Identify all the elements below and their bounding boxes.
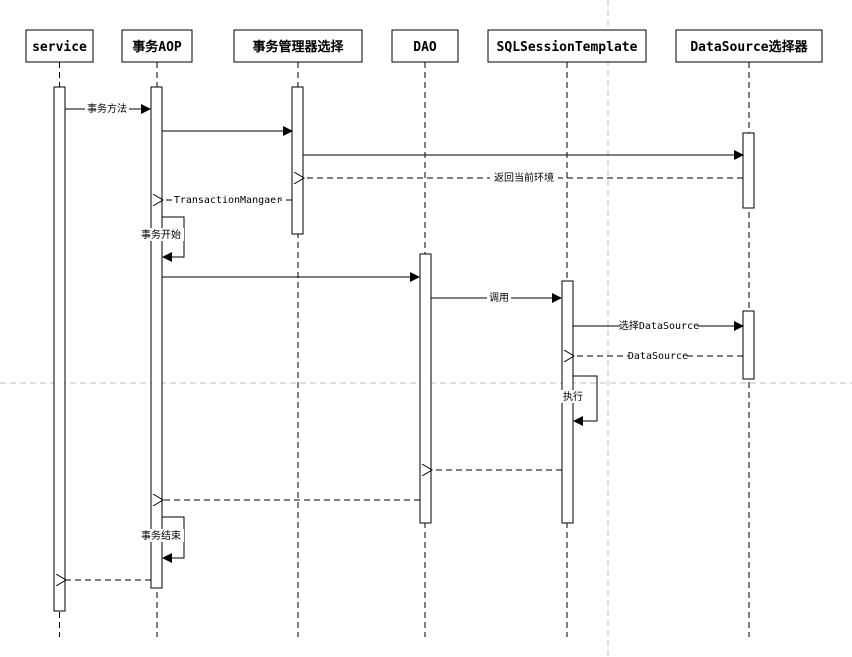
participant-dao[interactable]: DAO bbox=[391, 29, 459, 63]
participant-sqlsessiontemplate[interactable]: SQLSessionTemplate bbox=[487, 29, 647, 63]
participant-label: service bbox=[32, 40, 87, 55]
label-bg bbox=[138, 228, 184, 241]
message-label-execute: 执行 bbox=[563, 390, 583, 403]
participant-transaction-manager-selector[interactable]: 事务管理器选择 bbox=[233, 29, 363, 63]
activation-dao bbox=[419, 253, 432, 524]
message-label-select-datasource: 选择DataSource bbox=[619, 319, 699, 332]
activation-datasource-selector-1 bbox=[742, 132, 755, 209]
label-bg bbox=[620, 319, 698, 332]
activation-transaction-aop bbox=[150, 86, 163, 589]
activation-datasource-selector-2 bbox=[742, 310, 755, 380]
participant-transaction-aop[interactable]: 事务AOP bbox=[121, 29, 193, 63]
message-label-tx-begin: 事务开始 bbox=[141, 228, 181, 241]
participant-label: DataSource选择器 bbox=[690, 39, 808, 55]
participant-label: 事务管理器选择 bbox=[252, 39, 344, 55]
participant-label: DAO bbox=[413, 40, 437, 55]
message-label-tx-end: 事务结束 bbox=[141, 529, 181, 542]
activation-service bbox=[53, 86, 66, 612]
label-bg bbox=[85, 102, 129, 115]
activation-transaction-manager-selector bbox=[291, 86, 304, 235]
message-label-return-env: 返回当前环境 bbox=[494, 171, 554, 184]
message-arrow-execute bbox=[573, 375, 598, 426]
label-bg bbox=[138, 529, 184, 542]
message-label-datasource: DataSource bbox=[628, 351, 688, 362]
label-bg bbox=[560, 390, 586, 403]
label-bg bbox=[176, 193, 280, 206]
message-label-transaction-manager: TransactionMangaer bbox=[174, 195, 282, 206]
participant-service[interactable]: service bbox=[25, 29, 94, 63]
label-bg bbox=[487, 291, 511, 304]
participant-datasource-selector[interactable]: DataSource选择器 bbox=[675, 29, 823, 63]
participant-label: SQLSessionTemplate bbox=[497, 40, 638, 55]
label-bg bbox=[629, 349, 687, 362]
message-label-transaction-method: 事务方法 bbox=[87, 102, 127, 115]
label-bg bbox=[490, 171, 558, 184]
participant-label: 事务AOP bbox=[132, 39, 182, 55]
message-label-invoke: 调用 bbox=[489, 292, 509, 304]
